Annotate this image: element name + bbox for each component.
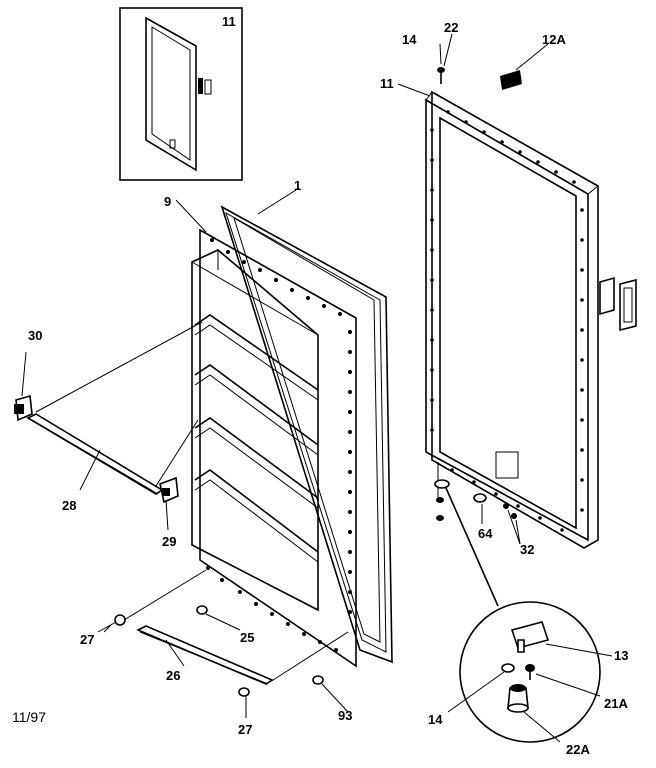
callout-inset-11: 11 <box>222 14 236 29</box>
callout-28: 28 <box>62 498 76 513</box>
part-25-screw <box>196 605 208 615</box>
part-29-clip <box>159 476 179 504</box>
hinge-detail-circle <box>459 601 601 743</box>
callout-13: 13 <box>614 648 628 663</box>
part-22-screw <box>437 67 445 84</box>
callout-25: 25 <box>240 630 254 645</box>
callout-11-gasket: 11 <box>380 76 394 91</box>
callout-9: 9 <box>164 194 171 209</box>
leader-lines <box>21 33 613 743</box>
callout-22A: 22A <box>566 742 590 757</box>
callout-27-bottom: 27 <box>238 722 252 737</box>
callout-32: 32 <box>520 542 534 557</box>
part-26-bottom-rail <box>136 625 274 685</box>
callout-29: 29 <box>162 534 176 549</box>
callout-labels: 14 22 12A 11 1 9 30 28 29 27 25 26 27 93… <box>28 20 628 757</box>
inset-gasket-view <box>119 7 243 181</box>
callout-27-left: 27 <box>80 632 94 647</box>
callout-12A: 12A <box>542 32 566 47</box>
part-32-plugs <box>503 503 517 519</box>
callout-93: 93 <box>338 708 352 723</box>
hinge-pin-stack <box>434 462 450 521</box>
callout-22-top: 22 <box>444 20 458 35</box>
part-93-screw <box>312 675 324 685</box>
callout-21A: 21A <box>604 696 628 711</box>
callout-26: 26 <box>166 668 180 683</box>
part-64-washer <box>473 493 487 503</box>
part-12A <box>500 70 522 90</box>
part-27-screw-bottom <box>238 687 250 697</box>
callout-1: 1 <box>294 178 301 193</box>
part-28-shelf-rail <box>26 413 164 495</box>
callout-64: 64 <box>478 526 493 541</box>
door-gasket-frame <box>425 90 637 549</box>
door-liner <box>191 205 393 668</box>
part-27-screw-left <box>103 614 126 633</box>
callout-14-bottom: 14 <box>428 712 443 727</box>
date-code: 11/97 <box>12 709 46 725</box>
callout-30: 30 <box>28 328 42 343</box>
callout-14-top: 14 <box>402 32 417 47</box>
part-30-bracket <box>14 394 33 422</box>
